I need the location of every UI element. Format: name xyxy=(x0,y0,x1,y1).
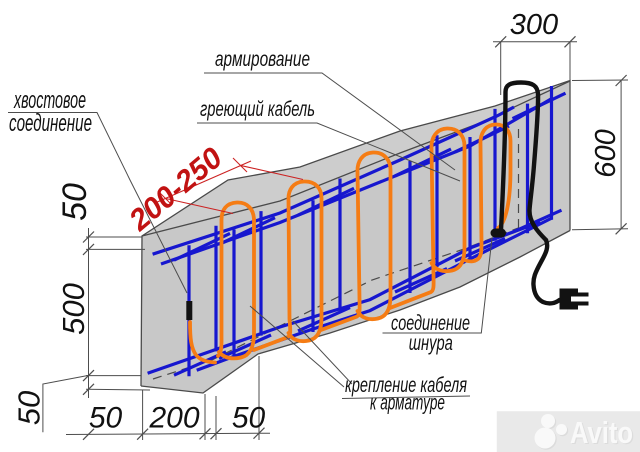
svg-text:300: 300 xyxy=(510,9,558,41)
svg-text:Avito: Avito xyxy=(570,415,633,450)
svg-text:соединение: соединение xyxy=(9,110,92,137)
svg-text:соединение: соединение xyxy=(391,312,470,335)
svg-text:шнура: шнура xyxy=(409,332,453,355)
svg-text:Avito: Avito xyxy=(571,416,634,451)
svg-text:50: 50 xyxy=(89,402,123,435)
svg-text:500: 500 xyxy=(56,283,91,335)
svg-text:50: 50 xyxy=(56,183,94,221)
svg-text:греющий кабель: греющий кабель xyxy=(200,98,315,121)
svg-text:хвостовое: хвостовое xyxy=(13,87,86,114)
svg-text:крепление кабеля: крепление кабеля xyxy=(345,374,467,397)
svg-text:50: 50 xyxy=(232,402,266,435)
svg-text:50: 50 xyxy=(12,391,47,425)
svg-text:200: 200 xyxy=(148,402,199,435)
svg-text:600: 600 xyxy=(590,129,622,177)
svg-text:армирование: армирование xyxy=(215,48,310,71)
svg-text:к арматуре: к арматуре xyxy=(370,392,445,415)
